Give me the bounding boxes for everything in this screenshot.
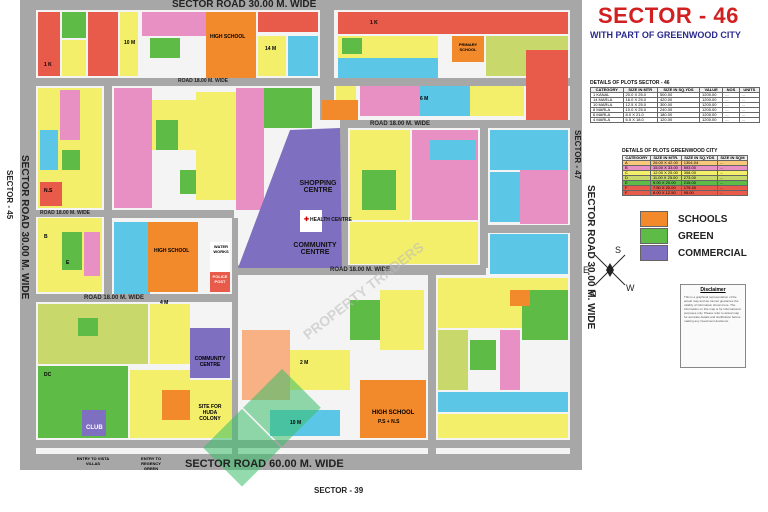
- compass-w: W: [626, 283, 635, 293]
- legend-swatch-commercial: [640, 245, 668, 261]
- compass-s: S: [615, 245, 622, 255]
- road-label-internal-2: ROAD 18.00 M. WIDE: [40, 210, 91, 216]
- disclaimer-text: This is a graphical representation of th…: [684, 295, 741, 323]
- disclaimer-title: Disclaimer: [700, 287, 726, 293]
- plot-label: 6 M: [420, 96, 429, 102]
- greenwood-table-title: DETAILS OF PLOTS GREENWOOD CITY: [622, 148, 718, 154]
- neighbour-right: SECTOR - 47: [573, 130, 582, 180]
- plot-label: 10 M: [124, 40, 136, 46]
- compass-n: N: [590, 289, 597, 299]
- plot-label: N.S: [44, 188, 53, 194]
- landmark-community-2: COMMUNITY CENTRE: [194, 356, 226, 368]
- legend-green: GREEN: [640, 228, 714, 244]
- block-top-left: [38, 12, 318, 78]
- plot-label: 14 M: [265, 46, 277, 52]
- landmark-high-school-1: HIGH SCHOOL: [210, 34, 246, 40]
- compass-rose: [585, 245, 635, 295]
- compass-icon: [594, 254, 626, 286]
- health-centre-plot: [300, 210, 322, 232]
- plot-label: DC: [44, 372, 52, 378]
- block-top-right: [322, 12, 568, 120]
- page-subtitle: WITH PART OF GREENWOOD CITY: [590, 30, 741, 40]
- watermark-diamonds: [203, 368, 321, 487]
- landmark-entry-villas: ENTRY TO VISTA VILLAS: [76, 456, 110, 466]
- compass-e: E: [583, 265, 590, 275]
- plot-label: 10 M: [290, 420, 302, 426]
- disclaimer-box: Disclaimer This is a graphical represent…: [680, 284, 746, 368]
- landmark-huda: SITE FOR HUDA COLONY: [198, 404, 222, 422]
- plot-label: 2 M: [300, 360, 309, 366]
- block-lower-left: [38, 218, 232, 438]
- page-title: SECTOR - 46: [598, 3, 739, 28]
- road-label-bottom: SECTOR ROAD 60.00 M. WIDE: [185, 458, 344, 470]
- road-label-internal-1: ROAD 18.00 M. WIDE: [178, 78, 229, 84]
- landmark-high-school-2: HIGH SCHOOL: [154, 248, 190, 254]
- greenwood-table: CATEGORY SIZE IN MTR. SIZE IN SQ.YDS SIZ…: [622, 155, 749, 196]
- landmark-ps-ns: P.S + N.S: [378, 419, 400, 425]
- internal-roads: [36, 10, 570, 458]
- road-label-top: SECTOR ROAD 30.00 M. WIDE: [172, 0, 317, 10]
- landmark-community: COMMUNITY CENTRE: [293, 242, 337, 256]
- block-lower-right: [438, 278, 568, 438]
- block-left-mid: [38, 88, 312, 210]
- landmark-primary-school: PRIMARY SCHOOL: [458, 42, 478, 52]
- landmark-police: POLICE POST: [212, 274, 228, 284]
- legend-commercial: COMMERCIAL: [640, 245, 747, 261]
- plot-label: B: [44, 234, 48, 240]
- road-label-internal-5: ROAD 18.00 M. WIDE: [84, 295, 145, 301]
- legend-label: GREEN: [678, 230, 714, 242]
- plot-label: E: [66, 260, 70, 266]
- health-cross-icon: ✚: [304, 217, 310, 223]
- landmark-entry-greens: ENTRY TO REGENCY GREEN: [141, 456, 161, 471]
- legend-swatch-schools: [640, 211, 668, 227]
- legend-label: COMMERCIAL: [678, 247, 747, 259]
- road-label-left: SECTOR ROAD 30.00 M. WIDE: [19, 155, 30, 300]
- legend-label: SCHOOLS: [678, 213, 728, 225]
- block-mid-right: [350, 130, 568, 274]
- shopping-centre-area: [238, 128, 342, 268]
- neighbour-left: SECTOR - 45: [5, 170, 14, 220]
- road-label-internal-4: ROAD 18.00 M. WIDE: [330, 267, 391, 273]
- plots-table-title: DETAILS OF PLOTS SECTOR - 46: [590, 80, 670, 86]
- landmark-club: CLUB: [86, 425, 103, 431]
- landmark-health: HEALTH CENTRE: [310, 217, 352, 223]
- plot-label: 1 K: [44, 62, 52, 68]
- plot-label: 4 M: [160, 300, 169, 306]
- legend-swatch-green: [640, 228, 668, 244]
- neighbour-bottom: SECTOR - 39: [314, 486, 364, 495]
- legend-schools: SCHOOLS: [640, 211, 728, 227]
- plots-table: CATEGORY SIZE IN MTR SIZE IN SQ.YDS VALU…: [590, 87, 761, 123]
- landmark-water-works: WATER WORKS: [213, 244, 229, 254]
- plot-label: 1 K: [370, 20, 378, 26]
- road-label-internal-3: ROAD 18.00 M. WIDE: [370, 121, 431, 127]
- landmark-shopping: SHOPPING CENTRE: [299, 180, 337, 194]
- landmark-high-school-3: HIGH SCHOOL: [372, 410, 415, 416]
